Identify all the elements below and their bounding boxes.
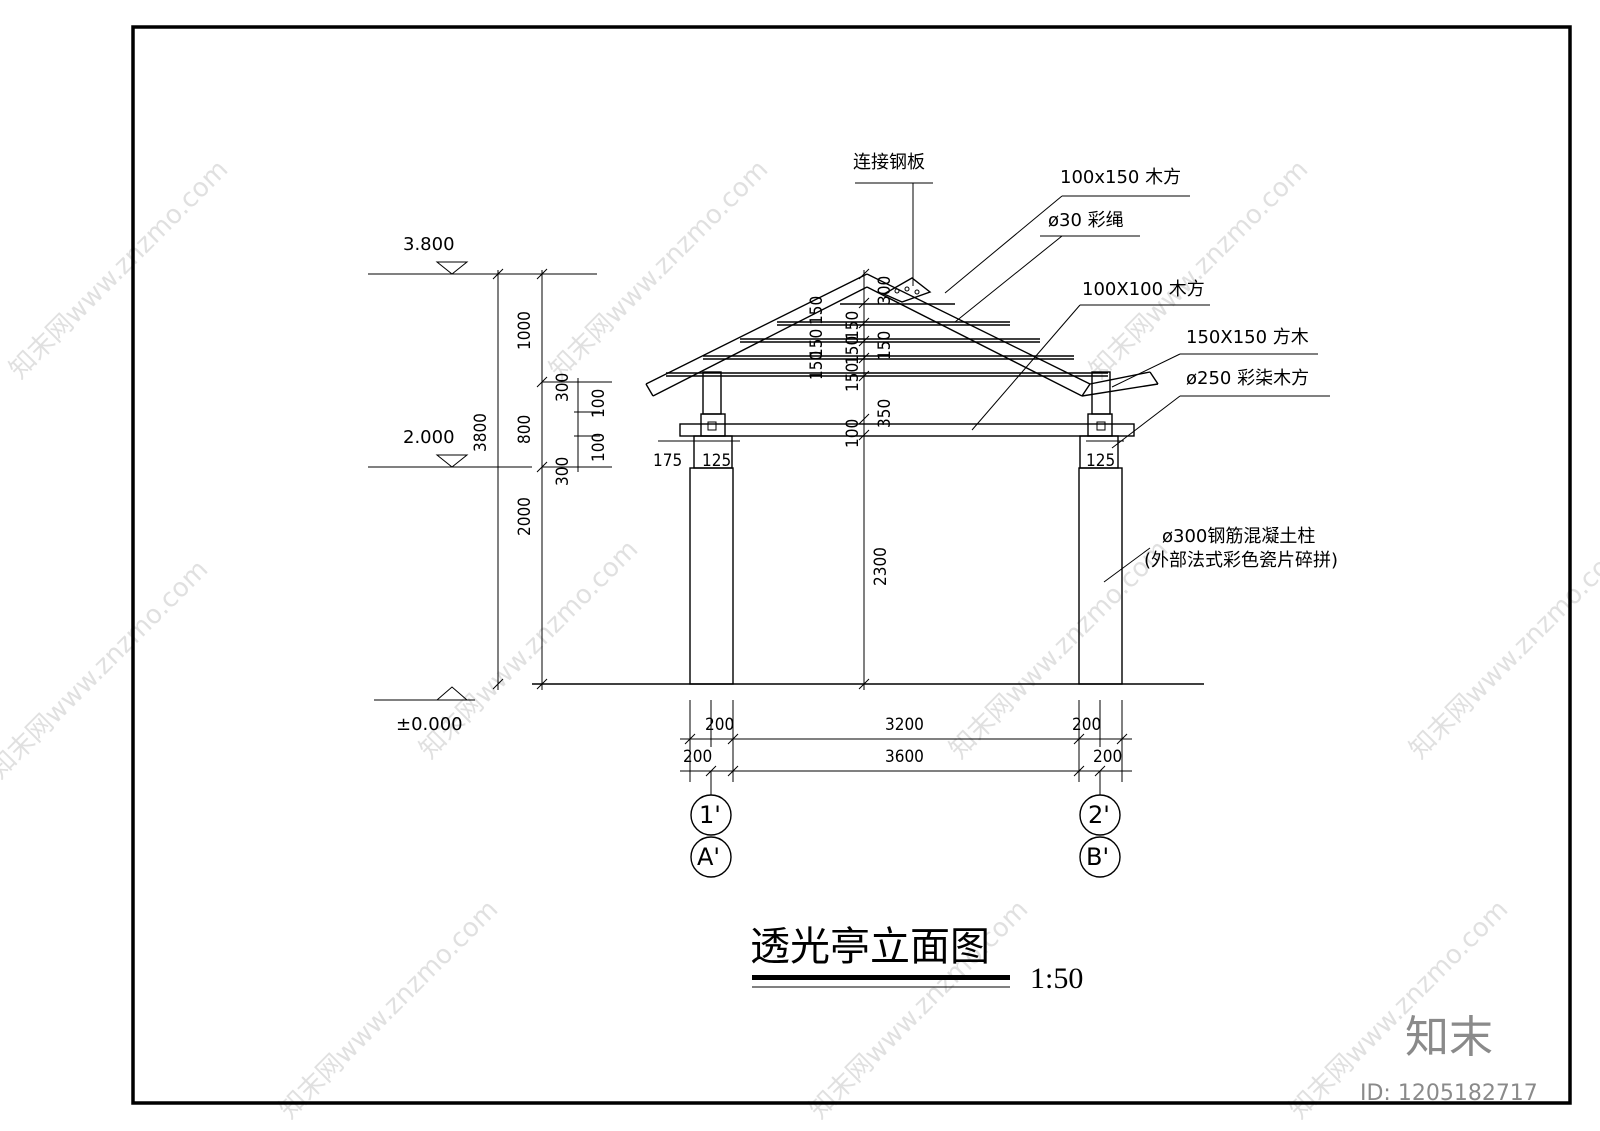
watermark: 知末网www.znzmo.com [274,894,505,1125]
watermark: 知末网www.znzmo.com [4,154,235,385]
callout-column-line2: (外部法式彩色瓷片碎拼) [1144,550,1338,571]
dim-left-e1: 100 [589,389,609,418]
title-underline-thick [752,975,1010,980]
dim-bottom-200a: 200 [705,715,734,735]
callout-timber-100x150: 100x150 木方 [1060,167,1181,188]
watermark: 知末网www.znzmo.com [0,554,214,785]
level-markers: 3.800 2.000 ±0.000 [368,234,597,735]
center-dimensions: 300 150 150 150 350 100 2300 150 150 150… [807,268,895,690]
callout-column-line1: ø300钢筋混凝土柱 [1162,526,1315,547]
watermark: 知末网www.znzmo.com [944,534,1175,765]
level-mid: 2.000 [403,427,455,448]
dim-roof-150-3: 150 [807,351,827,380]
dim-bottom-200c: 200 [683,747,712,767]
drawing-scale: 1:50 [1030,962,1083,995]
dim-roof-150-2: 150 [807,329,827,358]
dim-bottom-3600: 3600 [885,747,924,767]
level-top: 3.800 [403,234,455,255]
callout-steel-plate: 连接钢板 [853,152,925,173]
dim-col-125-left: 125 [702,451,731,471]
dim-left-e2: 100 [589,433,609,462]
axis-bubble-a [690,836,732,878]
axis-bubble-1 [690,794,732,836]
dim-center-150a: 150 [843,311,863,340]
pavilion-roof [645,273,1159,397]
left-dimensions: 3800 1000 800 2000 300 300 100 100 [471,268,612,690]
dim-left-d2: 300 [553,457,573,486]
axis-label-b: B' [1086,843,1109,871]
dim-center-150b: 150 [843,336,863,365]
dim-center-150c: 150 [843,363,863,392]
callout-square-150: 150X150 方木 [1186,327,1309,348]
dim-left-total: 3800 [471,413,491,452]
dim-left-b: 800 [515,415,535,444]
axis-bubble-b [1079,836,1121,878]
dim-col-175: 175 [653,451,682,471]
dim-col-125-right: 125 [1086,451,1115,471]
brand-logo: 知末 [1405,1012,1493,1063]
bottom-dimensions: 200 3200 200 200 3600 200 [680,700,1132,782]
dim-center-350: 350 [875,399,895,428]
dim-left-a: 1000 [515,311,535,350]
dim-center-100: 100 [843,419,863,448]
column-dimensions: 175 125 125 [653,440,1124,471]
axis-bubble-2 [1079,794,1121,836]
pavilion-structure [679,371,1135,685]
watermark: 知末网www.znzmo.com [1084,154,1315,385]
callouts: 连接钢板 100x150 木方 ø30 彩绳 100X100 木方 150X15… [853,152,1338,583]
dim-bottom-3200: 3200 [885,715,924,735]
dim-center-300: 300 [875,276,895,305]
axis-label-a: A' [697,843,720,871]
dim-center-2300: 2300 [871,547,891,586]
axis-markers: 1' A' 2' B' [690,771,1121,878]
callout-timber-100x100: 100X100 木方 [1082,279,1205,300]
dim-bottom-200b: 200 [1072,715,1101,735]
axis-label-1: 1' [699,801,721,829]
axis-label-2: 2' [1088,801,1110,829]
level-ground: ±0.000 [396,714,463,735]
title-block: 透光亭立面图 1:50 [750,924,1083,995]
drawing-frame [131,25,1572,1105]
dim-bottom-200d: 200 [1093,747,1122,767]
callout-rope: ø30 彩绳 [1048,210,1124,231]
dim-left-c: 2000 [515,497,535,536]
image-id: ID: 1205182717 [1360,1081,1538,1106]
watermark: 知末网www.znzmo.com [544,154,775,385]
dim-roof-150-4: 150 [875,331,895,360]
drawing-title: 透光亭立面图 [750,924,990,970]
callout-painted-250: ø250 彩柒木方 [1186,368,1309,389]
dim-left-d1: 300 [553,373,573,402]
dim-roof-150-1: 150 [807,296,827,325]
